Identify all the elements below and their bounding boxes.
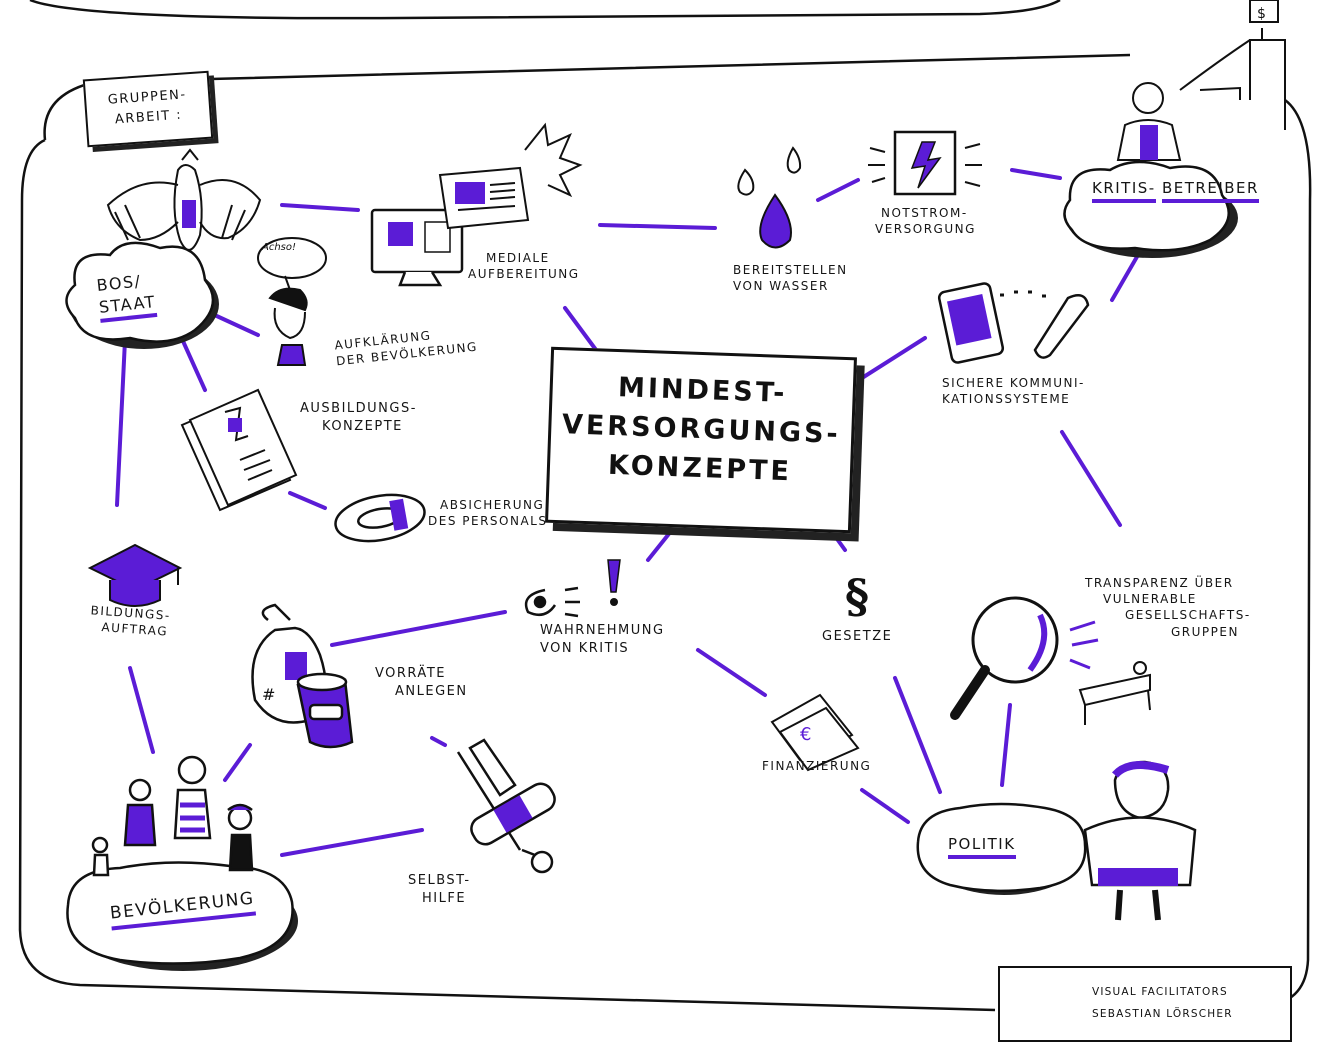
conn-water-notstrom <box>816 178 860 202</box>
speech-bubble-icon <box>257 237 327 291</box>
conn-wahrnehmung-finanzierung <box>696 648 767 697</box>
money-notes-icon: € <box>770 693 860 772</box>
connections <box>115 168 1140 857</box>
label-wasser: BEREITSTELLEN VON WASSER <box>733 263 848 294</box>
conn-title-kommunikation <box>860 336 927 380</box>
svg-text:#: # <box>262 685 275 704</box>
label-kommunikation: SICHERE KOMMUNI- KATIONSSYSTEME <box>942 376 1085 407</box>
conn-gesetze-politik <box>893 676 942 794</box>
monitor-icon <box>370 208 464 287</box>
label-vorraete: VORRÄTE ANLEGEN <box>375 666 468 699</box>
graduation-cap-icon <box>87 543 183 607</box>
label-kritis-betreiber: KRITIS- BETREIBER <box>1092 178 1259 204</box>
bandage-icon <box>470 782 556 846</box>
label-absicherung: ABSICHERUNG DES PERSONALS <box>428 498 548 529</box>
label-notstrom: NOTSTROM- VERSORGUNG <box>875 206 976 237</box>
group-work-tag: GRUPPEN- ARBEIT : <box>82 70 214 148</box>
label-finanzierung: FINANZIERUNG <box>762 759 872 773</box>
central-title: MINDEST- VERSORGUNGS- KONZEPTE <box>545 346 857 534</box>
label-politik: POLITIK <box>948 834 1016 860</box>
cloud-bos-staat <box>65 241 219 349</box>
building-icon <box>1179 0 1286 130</box>
svg-text:§: § <box>845 569 869 623</box>
person-icon <box>268 287 308 366</box>
credit-line-2: SEBASTIAN LÖRSCHER <box>1092 1008 1233 1020</box>
can-icon <box>296 672 354 749</box>
conn-bos-bildung <box>115 338 127 507</box>
cloud-bevoelkerung <box>66 861 298 971</box>
conn-wahrnehmung-vorraete <box>330 610 507 647</box>
credit-box: VISUAL FACILITATORS SEBASTIAN LÖRSCHER <box>998 966 1292 1042</box>
politician-icon <box>1083 760 1197 921</box>
lifebuoy-icon <box>334 493 426 543</box>
paragraph-icon: § <box>845 569 869 623</box>
cloud-kritis-betreiber <box>1063 160 1238 258</box>
credit-line-1: VISUAL FACILITATORS <box>1092 986 1228 998</box>
cloud-politik <box>916 802 1087 895</box>
water-drops-icon <box>737 146 802 249</box>
exclamation-icon <box>607 559 621 606</box>
label-selbsthilfe: SELBST- HILFE <box>408 873 471 906</box>
magnifier-icon <box>950 596 1099 720</box>
phone-icon <box>937 282 1090 364</box>
conn-vorraete-bevoelkerung <box>223 743 252 782</box>
conn-notstrom-kritis <box>1010 168 1062 180</box>
syringe-icon <box>456 738 554 874</box>
conn-kritis-kommunikation <box>1110 253 1140 302</box>
label-ausbildungskonzepte: AUSBILDUNGS- KONZEPTE <box>300 401 417 434</box>
newspaper-icon <box>438 122 583 230</box>
conn-ausbildung-absicherung <box>288 491 327 510</box>
label-mediale-aufbereitung: MEDIALE AUFBEREITUNG <box>468 251 580 282</box>
conn-bildung-bevoelkerung <box>128 666 155 754</box>
hospital-bed-icon <box>1078 661 1151 725</box>
top-frame-arc <box>29 0 1061 20</box>
conn-transparenz-politik <box>1000 703 1012 787</box>
conn-bevoelkerung-selbsthilfe <box>280 828 424 857</box>
conn-bos-media <box>280 203 360 212</box>
people-group-icon <box>91 755 254 877</box>
manager-icon <box>1116 82 1182 161</box>
conn-kommunikation-transparenz <box>1060 430 1122 527</box>
eye-icon <box>524 586 580 618</box>
label-transparenz: TRANSPARENZ ÜBER VULNERABLE GESELLSCHAFT… <box>1085 576 1251 639</box>
lightning-icon <box>868 130 982 196</box>
svg-text:€: € <box>800 724 811 745</box>
label-gesetze: GESETZE <box>822 629 893 644</box>
label-bos-staat: BOS/ STAAT <box>96 269 158 324</box>
conn-finanzierung-politik <box>860 788 910 824</box>
eagle-icon <box>106 148 262 251</box>
document-icon <box>180 388 298 512</box>
speech-bubble-text: Achso! <box>262 242 297 253</box>
dollar-sign: $ <box>1257 6 1266 22</box>
conn-vorraete-selbsthilfe <box>430 736 447 747</box>
conn-media-water <box>598 223 717 230</box>
conn-title-wahrnehmung <box>646 528 674 562</box>
label-bildungsauftrag: BILDUNGS- AUFTRAG <box>90 603 172 639</box>
label-wahrnehmung: WAHRNEHMUNG VON KRITIS <box>540 623 665 656</box>
